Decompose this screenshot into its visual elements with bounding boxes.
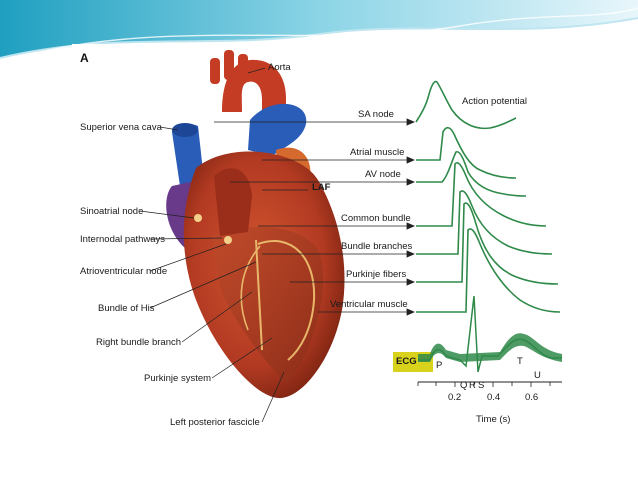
label-purkinje-system: Purkinje system <box>144 373 211 384</box>
label-laf: LAF <box>312 182 331 193</box>
label-right-bundle-branch: Right bundle branch <box>96 337 181 348</box>
ap-row-label: Common bundle <box>341 213 411 224</box>
label-bundle-of-his: Bundle of His <box>98 303 155 314</box>
ecg-tick-label: 0.6 <box>525 392 538 403</box>
ecg-tick-label: 0.4 <box>487 392 500 403</box>
ecg-wave-t: T <box>517 356 523 367</box>
ecg-label: ECG <box>396 356 417 367</box>
action-potential-traces <box>415 80 561 313</box>
trace-purkinje-fibers <box>416 202 559 285</box>
trace-bundle-branches <box>416 190 553 255</box>
trace-atrial-muscle <box>416 126 517 179</box>
ecg-wave-u: U <box>534 370 541 381</box>
ecg-tick-label: 0.2 <box>448 392 461 403</box>
trace-av-node <box>416 151 527 197</box>
ap-row-label: Bundle branches <box>341 241 413 252</box>
heart-illustration <box>166 50 345 399</box>
panel-letter: A <box>80 51 89 65</box>
ecg-wave-q: Q <box>460 380 467 391</box>
label-atrioventricular-node: Atrioventricular node <box>80 266 167 277</box>
heart-labels: Aorta Superior vena cava Sinoatrial node… <box>80 62 331 428</box>
label-internodal-pathways: Internodal pathways <box>80 234 165 245</box>
ecg-band <box>418 333 562 362</box>
ap-row-label: SA node <box>358 109 394 120</box>
action-potential-title: Action potential <box>462 96 527 107</box>
ecg-panel: ECG P Q R S T U 0.2 0.4 0.6 Time (s) <box>393 295 562 425</box>
trace-ventricular-muscle <box>416 228 561 313</box>
row-arrows <box>214 118 416 316</box>
heart-leaders <box>139 67 308 423</box>
ap-row-label: Atrial muscle <box>350 147 404 158</box>
trace-common-bundle <box>416 161 547 227</box>
ecg-wave-r: R <box>469 380 476 391</box>
ap-row-label: Ventricular muscle <box>330 299 408 310</box>
trace-sa-node <box>415 80 517 130</box>
label-left-posterior-fascicle: Left posterior fascicle <box>170 417 260 428</box>
ap-row-label: Purkinje fibers <box>346 269 406 280</box>
label-superior-vena-cava: Superior vena cava <box>80 122 163 133</box>
ecg-wave-p: P <box>436 360 442 371</box>
label-sinoatrial-node: Sinoatrial node <box>80 206 143 217</box>
ap-row-label: AV node <box>365 169 401 180</box>
action-potential-row-labels: SA node Atrial muscle AV node Common bun… <box>330 109 413 310</box>
header-swoosh <box>0 0 638 59</box>
ecg-xlabel: Time (s) <box>476 414 510 425</box>
label-aorta: Aorta <box>268 62 291 73</box>
ecg-wave-s: S <box>478 380 484 391</box>
